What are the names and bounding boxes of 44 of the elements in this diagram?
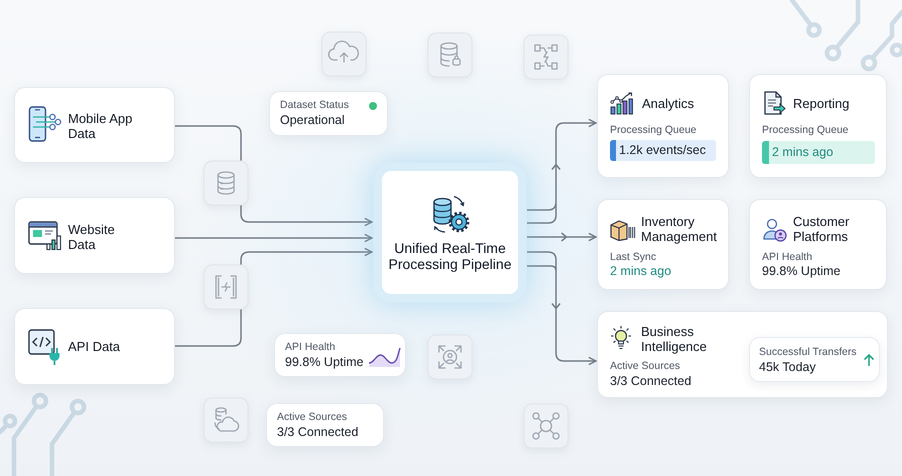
- destination-card: [749, 199, 887, 290]
- source-card: [14, 197, 175, 274]
- metric-value: 2 mins ago: [610, 264, 672, 279]
- metric-value: 2 mins ago: [772, 145, 834, 160]
- card-title: Business Intelligence: [641, 324, 708, 354]
- metric-value: 1.2k events/sec: [619, 143, 706, 158]
- metric-value: 99.8% Uptime: [762, 264, 841, 279]
- metric-label: Processing Queue: [610, 124, 696, 137]
- metric-label: Active Sources: [277, 411, 348, 424]
- pipeline-card: [373, 162, 527, 303]
- source-title: API Data: [68, 339, 120, 354]
- card-title: Reporting: [793, 96, 850, 111]
- source-card: [14, 308, 175, 385]
- card-title: Customer Platforms: [793, 214, 850, 244]
- metric-value: Operational: [280, 113, 345, 128]
- metric-label: Processing Queue: [762, 124, 848, 137]
- destination-card: [597, 74, 729, 178]
- pipeline-title: Unified Real-Time Processing Pipeline: [388, 240, 512, 272]
- metric-value: 3/3 Connected: [610, 374, 692, 389]
- metric-card: [749, 337, 880, 382]
- card-title: Inventory Management: [641, 214, 718, 244]
- destination-card: [597, 311, 888, 398]
- metric-label: API Health: [762, 251, 812, 264]
- status-card: [274, 333, 406, 377]
- source-card: [14, 87, 175, 163]
- metric-value: 45k Today: [759, 360, 816, 375]
- destination-card: [749, 74, 887, 178]
- source-title: Website Data: [68, 222, 116, 252]
- arrow: [526, 251, 597, 366]
- metric-label: Successful Transfers: [759, 346, 856, 359]
- arrow: [175, 234, 373, 242]
- metric-label: Active Sources: [610, 360, 680, 373]
- arrow: [526, 232, 597, 242]
- metric-value: 3/3 Connected: [277, 425, 358, 440]
- metric-label: Dataset Status: [280, 99, 349, 112]
- metric-label: Last Sync: [610, 251, 656, 264]
- status-card: [266, 403, 384, 447]
- arrow: [526, 118, 597, 224]
- card-title: Analytics: [642, 96, 694, 111]
- source-title: Mobile App Data: [68, 111, 134, 141]
- status-card: [269, 91, 388, 136]
- metric-value: 99.8% Uptime: [285, 355, 364, 370]
- metric-label: API Health: [285, 341, 336, 354]
- destination-card: [597, 199, 729, 290]
